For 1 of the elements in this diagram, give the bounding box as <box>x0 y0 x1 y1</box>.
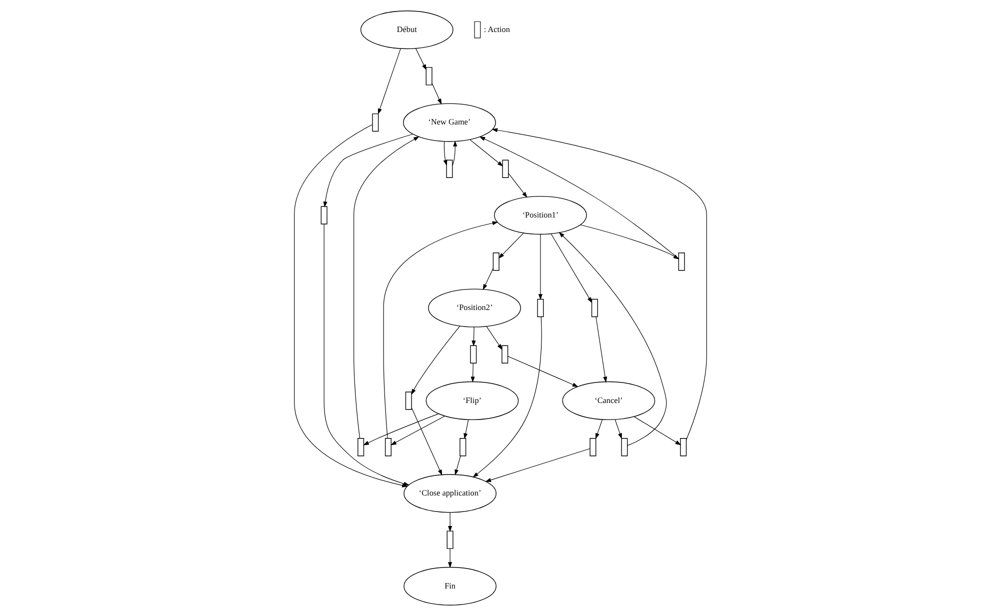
legend-label: : Action <box>483 24 510 34</box>
